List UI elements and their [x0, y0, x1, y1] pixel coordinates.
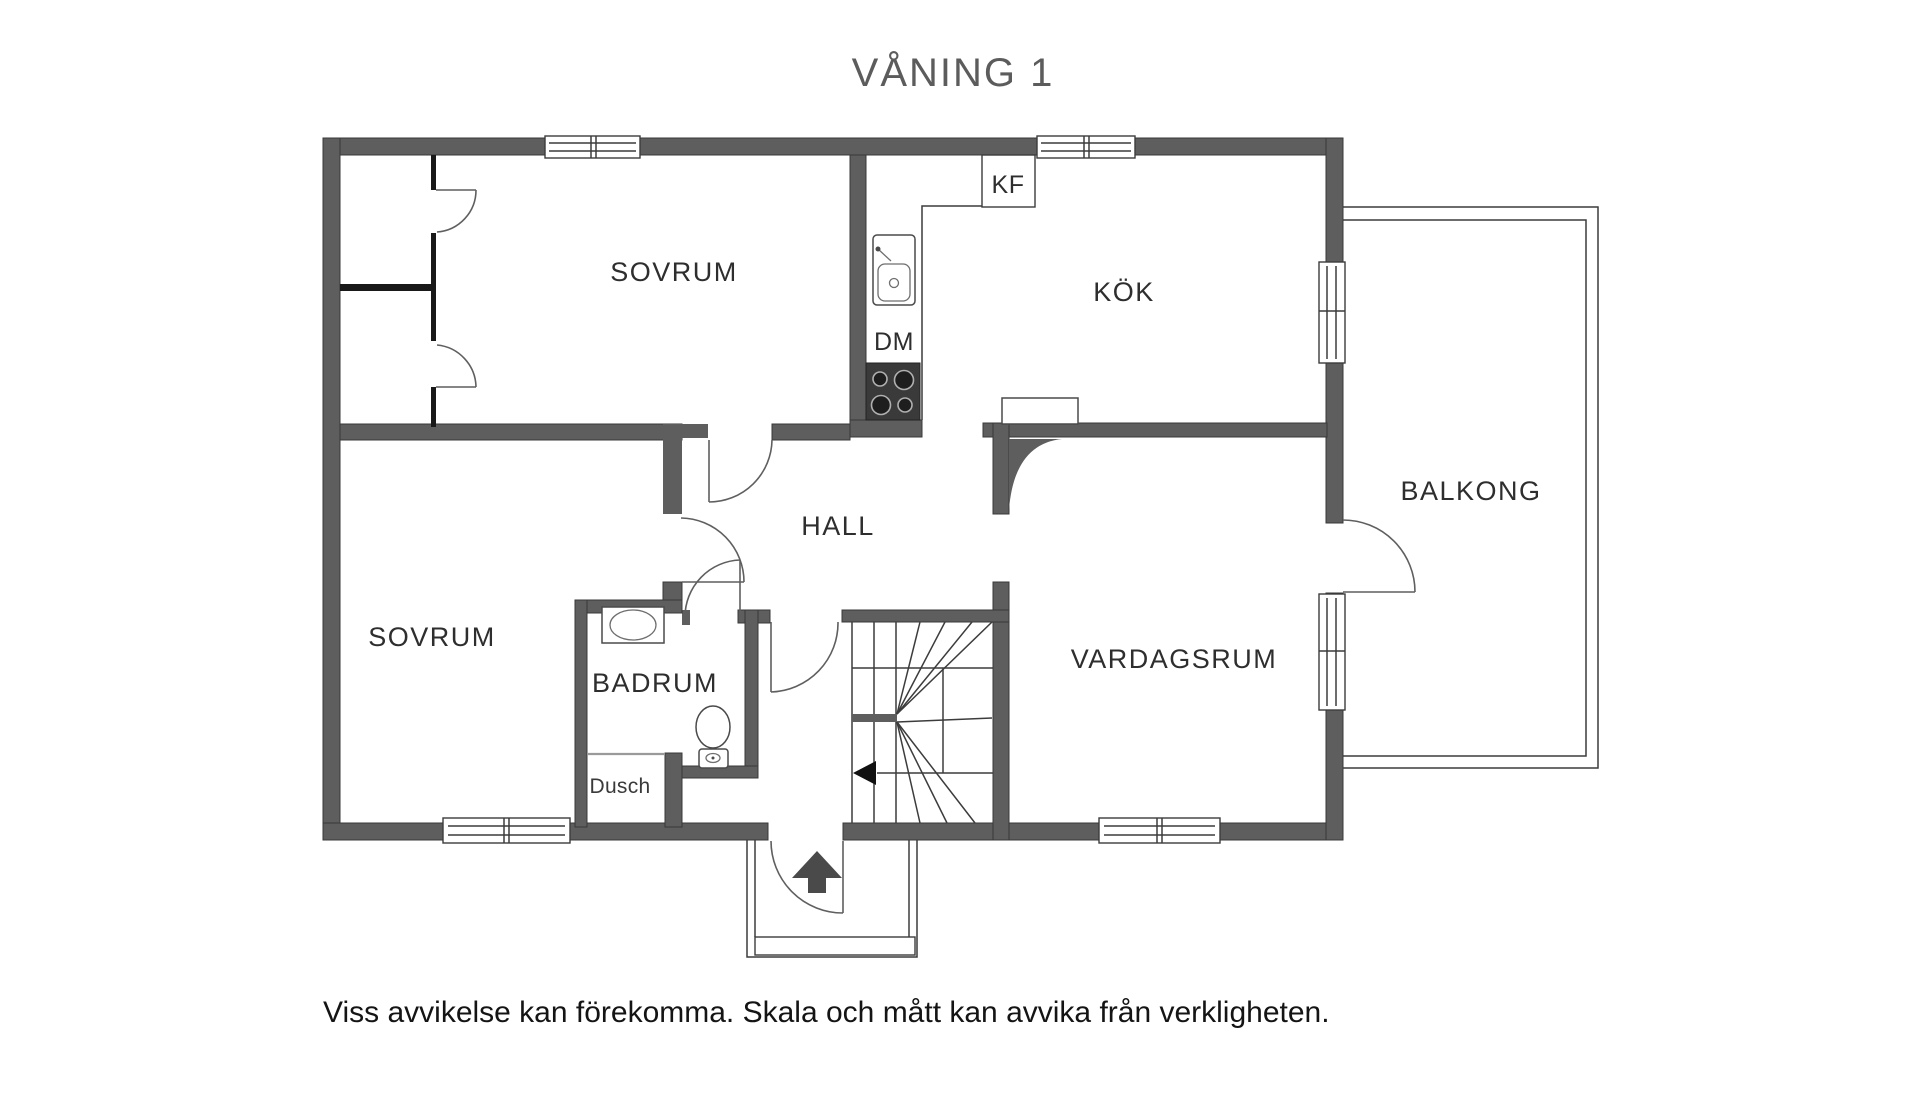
window	[1098, 817, 1221, 844]
label-bedroom-bottom: SOVRUM	[368, 622, 496, 652]
entrance-step	[754, 936, 916, 956]
entrance-porch	[746, 840, 918, 958]
fridge-freezer-box	[981, 154, 1036, 208]
door-swing	[770, 840, 844, 914]
doors	[436, 189, 1416, 914]
room-labels: SOVRUM KÖK HALL SOVRUM BADRUM VARDAGSRUM…	[368, 171, 1541, 798]
disclaimer-text: Viss avvikelse kan förekomma. Skala och …	[323, 996, 1330, 1029]
interior-walls	[339, 154, 1328, 841]
label-living-room: VARDAGSRUM	[1071, 644, 1278, 674]
toilet-icon	[695, 705, 731, 769]
kitchen-fixtures	[865, 154, 1079, 425]
stairs-direction-arrow-icon	[853, 761, 876, 785]
closet-walls	[340, 155, 436, 427]
label-kitchen: KÖK	[1093, 277, 1155, 307]
door-swing	[1342, 519, 1416, 593]
door-swing	[708, 439, 773, 503]
window	[1036, 135, 1136, 159]
window	[1318, 593, 1346, 711]
windows	[442, 135, 1346, 844]
label-bedroom-top: SOVRUM	[610, 257, 738, 287]
label-fridge-freezer: KF	[992, 171, 1025, 199]
page-title: VÅNING 1	[852, 50, 1055, 95]
door-swing	[684, 559, 741, 618]
kitchen-bench	[1001, 397, 1079, 425]
door-swing	[436, 344, 477, 388]
label-hall: HALL	[801, 511, 875, 541]
bathroom-fixtures	[587, 606, 731, 769]
curved-wall-fillet	[1009, 439, 1062, 510]
staircase	[851, 621, 993, 824]
stove-icon	[865, 362, 921, 421]
counter-edge	[921, 205, 982, 420]
window	[544, 135, 641, 159]
label-bathroom: BADRUM	[592, 668, 718, 698]
kitchen-sink-icon	[872, 234, 916, 306]
window	[1318, 261, 1346, 364]
balcony-outline	[1343, 206, 1599, 769]
label-dishwasher: DM	[874, 328, 914, 356]
window	[442, 817, 571, 844]
door-swing	[770, 621, 839, 693]
label-shower: Dusch	[589, 775, 650, 798]
door-swing	[680, 517, 745, 583]
exterior-walls	[322, 137, 1344, 841]
door-swing	[436, 189, 477, 233]
bathroom-sink-icon	[601, 606, 665, 644]
label-balcony: BALKONG	[1400, 476, 1541, 506]
entrance-arrow-icon	[792, 851, 842, 893]
